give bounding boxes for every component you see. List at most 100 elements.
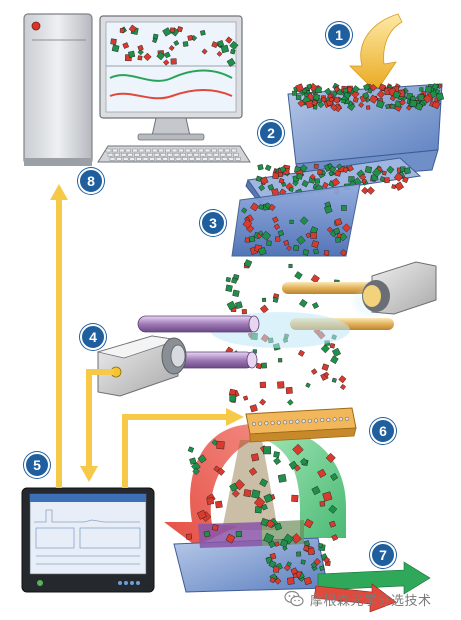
product-piece: [318, 542, 323, 548]
product-piece: [314, 178, 321, 184]
product-piece: [185, 533, 193, 540]
product-piece: [290, 533, 302, 544]
keyboard-key: [233, 152, 239, 157]
product-piece: [293, 464, 301, 472]
product-piece: [294, 271, 303, 280]
accept-fan: [266, 428, 346, 538]
product-piece: [272, 216, 279, 223]
product-piece: [187, 34, 194, 41]
product-piece: [164, 51, 171, 59]
product-piece: [273, 457, 282, 466]
keyboard-key: [112, 148, 118, 153]
keyboard-key: [171, 148, 178, 153]
product-piece: [296, 172, 304, 180]
signal-arrows: [50, 184, 244, 488]
product-piece: [368, 94, 379, 104]
product-piece: [272, 172, 279, 180]
product-piece: [295, 83, 304, 93]
product-piece: [268, 560, 277, 569]
product-piece: [211, 439, 219, 446]
product-piece: [283, 239, 290, 246]
ejector-nozzle: [332, 417, 337, 422]
product-piece: [273, 566, 280, 573]
monitor-screen: [105, 21, 237, 113]
product-piece: [339, 249, 348, 257]
product-piece: [310, 232, 317, 239]
power-led-icon: [31, 21, 41, 31]
product-piece: [213, 465, 220, 473]
product-piece: [226, 57, 236, 67]
product-piece: [347, 165, 354, 172]
product-piece: [329, 343, 336, 349]
product-piece: [330, 472, 339, 482]
product-piece: [206, 497, 215, 505]
product-piece: [243, 259, 253, 268]
keyboard-key: [215, 157, 221, 161]
product-piece: [425, 86, 432, 93]
line-scan-camera-rear: [362, 261, 437, 315]
product-piece: [278, 178, 285, 184]
keyboard-key: [198, 148, 204, 153]
product-piece: [341, 205, 347, 211]
product-piece: [287, 577, 295, 585]
product-piece: [225, 36, 233, 44]
product-piece: [162, 27, 172, 37]
product-piece: [215, 500, 223, 509]
product-piece: [326, 226, 333, 233]
product-piece: [261, 230, 272, 241]
keyboard-key: [136, 157, 142, 161]
control-panel-screen: [29, 493, 147, 575]
product-piece: [303, 540, 310, 547]
product-piece: [285, 386, 293, 394]
keyboard-key: [200, 152, 206, 157]
product-piece: [297, 99, 306, 108]
product-piece: [342, 87, 349, 94]
product-piece: [358, 101, 365, 108]
keyboard-key: [191, 148, 198, 153]
product-piece: [273, 223, 281, 230]
product-piece: [322, 491, 333, 502]
product-piece: [330, 355, 339, 365]
arrow-up-head: [50, 184, 68, 200]
keyboard-key: [107, 152, 114, 157]
keyboard-key: [151, 148, 158, 153]
screen-product-pieces: [110, 24, 239, 67]
arrow-down-head: [80, 466, 98, 482]
product-piece: [230, 49, 236, 55]
product-piece: [263, 493, 273, 504]
product-piece: [329, 520, 336, 528]
keyboard-key: [180, 152, 186, 157]
product-piece: [128, 24, 137, 33]
product-piece: [253, 496, 266, 509]
product-piece: [383, 177, 390, 184]
product-piece: [362, 92, 370, 100]
step-badge-7: 7: [370, 542, 396, 568]
keyboard-key: [149, 157, 155, 161]
product-piece: [274, 577, 282, 585]
product-piece: [258, 184, 266, 192]
keyboard-key: [142, 157, 149, 161]
product-piece: [263, 446, 271, 455]
keyboard-key: [193, 152, 200, 157]
ejector-nozzle: [264, 421, 269, 426]
keyboard-key: [160, 152, 167, 157]
infeed-arrow: [349, 13, 403, 93]
product-piece: [331, 534, 339, 542]
keyboard-key: [167, 152, 173, 157]
product-piece: [381, 170, 387, 176]
ejector-nozzle: [282, 420, 288, 425]
ejector-nozzle: [295, 419, 300, 424]
product-piece: [243, 489, 252, 498]
product-piece: [261, 362, 267, 369]
product-piece: [231, 277, 238, 284]
product-piece: [278, 172, 284, 178]
product-piece: [231, 489, 240, 498]
product-piece: [254, 506, 262, 514]
product-piece: [257, 164, 264, 171]
keyboard-key: [228, 157, 235, 161]
keyboard-key: [105, 148, 112, 153]
product-piece: [225, 284, 233, 292]
keyboard-key: [162, 157, 169, 161]
arrow-panel-to-ejector-h: [122, 414, 228, 420]
product-piece: [361, 186, 369, 195]
